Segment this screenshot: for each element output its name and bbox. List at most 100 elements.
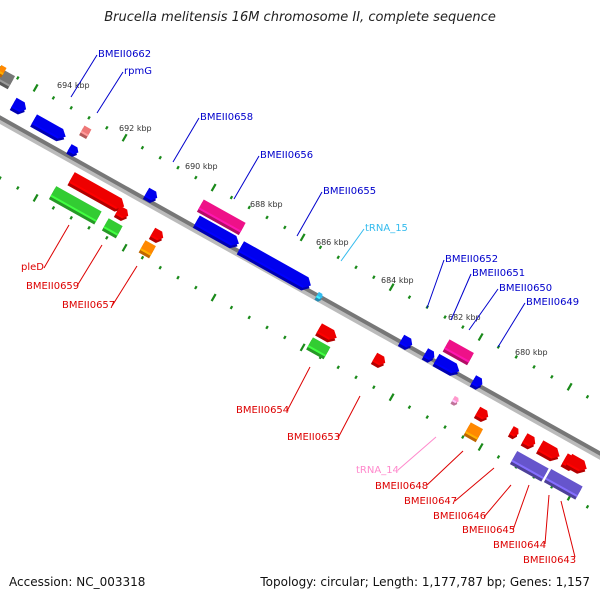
label-BMEII0655[interactable]: BMEII0655	[323, 186, 376, 197]
feature-BMEII0651[interactable]	[421, 348, 437, 364]
minor-tick	[407, 295, 412, 300]
feature-BMEII0657[interactable]	[138, 240, 156, 259]
label-BMEII0647[interactable]: BMEII0647	[404, 496, 457, 507]
label-tRNA_15[interactable]: tRNA_15	[365, 223, 408, 234]
feature-red-small[interactable]	[113, 205, 131, 223]
minor-tick	[283, 335, 287, 340]
leader-line	[76, 244, 103, 287]
label-BMEII0649[interactable]: BMEII0649	[526, 297, 579, 308]
feature-blue-arrow[interactable]	[66, 144, 80, 158]
minor-tick	[354, 265, 358, 270]
feature-BMEII0646[interactable]	[543, 468, 583, 500]
feature-blue[interactable]	[30, 114, 68, 144]
feature-red-small-3[interactable]	[473, 406, 491, 424]
feature-BMEII0648[interactable]	[463, 422, 484, 443]
label-BMEII0657[interactable]: BMEII0657	[62, 300, 115, 311]
feature-tRNA_14[interactable]	[450, 395, 460, 407]
minor-tick	[550, 374, 554, 379]
feature-BMEII0653[interactable]	[370, 352, 388, 370]
feature-BMEII0656[interactable]	[196, 199, 246, 236]
leader-line	[497, 302, 526, 348]
feature-red-tiny[interactable]	[507, 426, 521, 440]
tick-label: 684 kbp	[381, 276, 414, 285]
minor-tick	[461, 325, 465, 329]
label-tRNA_14[interactable]: tRNA_14	[356, 465, 399, 476]
label-BMEII0656[interactable]: BMEII0656	[260, 150, 313, 161]
minor-tick	[194, 285, 198, 290]
minor-tick	[16, 186, 20, 190]
feature-red-mid[interactable]	[315, 323, 339, 345]
feature-BMEII0654[interactable]	[306, 337, 331, 360]
feature-red-long[interactable]	[67, 172, 127, 214]
label-pleD[interactable]: pleD	[21, 262, 44, 273]
label-BMEII0662[interactable]: BMEII0662	[98, 49, 151, 60]
feature-BMEII0649[interactable]	[469, 375, 485, 391]
leader-line	[286, 366, 311, 412]
leader-line	[468, 288, 499, 331]
minor-tick	[372, 385, 376, 390]
feature-blue-mid[interactable]	[432, 353, 463, 379]
major-tick	[121, 243, 128, 252]
major-tick	[477, 442, 484, 452]
feature-pleD[interactable]	[48, 186, 102, 225]
leader-line	[96, 71, 124, 114]
label-BMEII0653[interactable]: BMEII0653	[287, 432, 340, 443]
feature-BMEII0643[interactable]	[564, 453, 590, 477]
leader-line	[450, 273, 472, 321]
feature-red-small-4[interactable]	[520, 433, 538, 451]
label-BMEII0648[interactable]: BMEII0648	[375, 481, 428, 492]
label-layer: BMEII0662 rpmG BMEII0658BMEII0656BMEII0655…	[21, 49, 579, 566]
label-BMEII0644[interactable]: BMEII0644	[493, 540, 546, 551]
label-BMEII0652[interactable]: BMEII0652	[445, 254, 498, 265]
minor-tick	[425, 415, 429, 420]
label-BMEII0643[interactable]: BMEII0643	[523, 555, 576, 566]
label-BMEII0659[interactable]: BMEII0659	[26, 281, 79, 292]
leader-line	[454, 467, 495, 502]
feature-tRNA_15[interactable]	[314, 291, 324, 303]
minor-tick	[16, 76, 20, 80]
label-BMEII0651[interactable]: BMEII0651	[472, 268, 525, 279]
minor-tick	[265, 215, 269, 220]
topology-summary: Topology: circular; Length: 1,177,787 bp…	[260, 575, 590, 589]
label-BMEII0650[interactable]: BMEII0650	[499, 283, 552, 294]
minor-tick	[461, 435, 465, 439]
minor-tick	[265, 325, 269, 330]
feature-BMEII0645[interactable]	[536, 440, 563, 464]
label-BMEII0646[interactable]: BMEII0646	[433, 511, 486, 522]
feature-BMEII0655[interactable]	[236, 241, 314, 293]
feature-BMEII0659[interactable]	[101, 218, 123, 239]
leader-line	[233, 155, 260, 200]
tick-track-reverse	[0, 176, 590, 509]
leader-line	[426, 259, 445, 309]
minor-tick	[176, 275, 180, 280]
major-tick	[210, 293, 217, 302]
feature-orange[interactable]	[0, 65, 7, 78]
minor-tick	[336, 365, 340, 370]
major-tick	[477, 332, 484, 342]
feature-rpmG[interactable]	[79, 125, 92, 140]
minor-tick	[283, 225, 287, 230]
minor-tick	[336, 255, 340, 260]
feature-BMEII0658[interactable]	[142, 187, 160, 205]
minor-tick	[69, 105, 73, 110]
feature-BMEII0647[interactable]	[509, 450, 549, 482]
leader-line	[340, 228, 365, 262]
feature-blue-small[interactable]	[9, 97, 29, 117]
tick-label: 686 kbp	[316, 238, 349, 247]
leader-line	[426, 450, 464, 486]
label-BMEII0658[interactable]: BMEII0658	[200, 112, 253, 123]
feature-BMEII0650[interactable]	[442, 339, 474, 366]
feature-blue-long[interactable]	[192, 215, 242, 251]
feature-BMEII0652[interactable]	[397, 334, 415, 352]
feature-red-small-2[interactable]	[148, 227, 166, 245]
label-rpmG[interactable]: rpmG	[124, 66, 152, 77]
leader-line	[70, 54, 98, 98]
minor-tick	[140, 145, 145, 150]
minor-tick	[247, 205, 251, 210]
label-BMEII0645[interactable]: BMEII0645	[462, 525, 515, 536]
label-BMEII0654[interactable]: BMEII0654	[236, 405, 289, 416]
minor-tick	[229, 305, 234, 310]
leader-line	[337, 395, 361, 439]
